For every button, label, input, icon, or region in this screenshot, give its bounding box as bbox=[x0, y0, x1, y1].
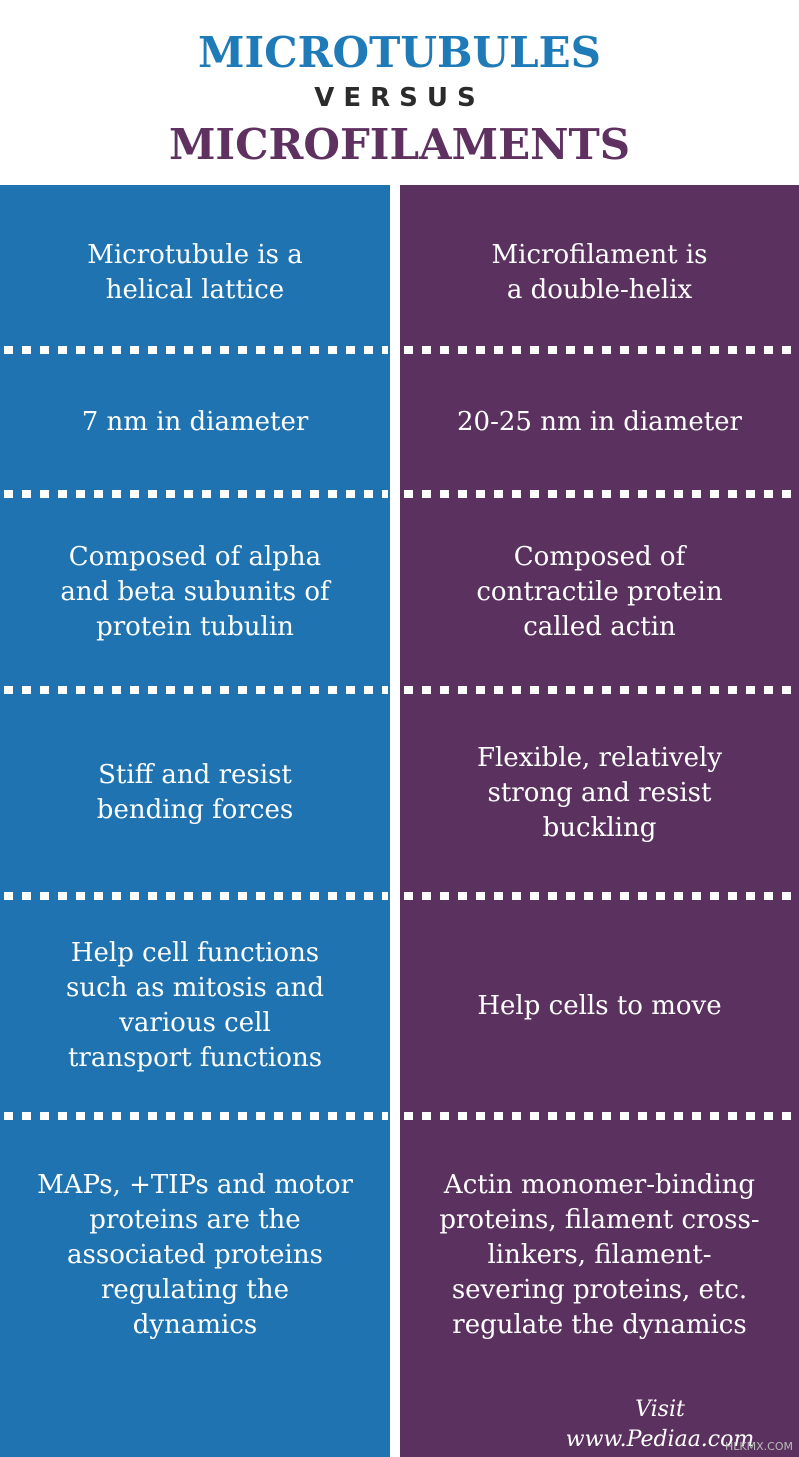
pediaa-credit: Visit www.Pediaa.com bbox=[565, 1397, 755, 1452]
microtubules-cell-rigidity: Stiff and resist bending forces bbox=[96, 760, 294, 825]
row-divider bbox=[404, 892, 799, 900]
row-divider bbox=[4, 892, 388, 900]
row-divider bbox=[4, 346, 388, 354]
row-divider bbox=[4, 1112, 388, 1120]
microfilaments-cell-composition: Composed of contractile protein called a… bbox=[476, 541, 723, 642]
microtubules-cell-composition: Composed of alpha and beta subunits of p… bbox=[60, 541, 330, 642]
microfilaments-cell-diameter: 20-25 nm in diameter bbox=[457, 406, 742, 437]
microfilaments-cell-rigidity: Flexible, relatively strong and resist b… bbox=[476, 742, 723, 843]
microtubules-cell-associated-proteins: MAPs, +TIPs and motor proteins are the a… bbox=[37, 1169, 353, 1340]
infographic-header: MICROTUBULES VERSUS MICROFILAMENTS bbox=[0, 0, 799, 185]
title-microfilaments: MICROFILAMENTS bbox=[168, 120, 631, 169]
microtubules-cell-structure: Microtubule is a helical lattice bbox=[87, 240, 303, 305]
row-divider bbox=[404, 490, 799, 498]
row-divider bbox=[4, 686, 388, 694]
title-versus: VERSUS bbox=[314, 83, 485, 113]
row-divider bbox=[404, 686, 799, 694]
row-divider bbox=[404, 1112, 799, 1120]
microfilaments-cell-associated-proteins: Actin monomer-binding proteins, filament… bbox=[439, 1169, 760, 1340]
microtubules-cell-diameter: 7 nm in diameter bbox=[81, 406, 309, 437]
microtubules-column bbox=[0, 185, 390, 1457]
microfilaments-cell-function: Help cells to move bbox=[477, 990, 722, 1021]
title-microtubules: MICROTUBULES bbox=[198, 28, 601, 77]
row-divider bbox=[4, 490, 388, 498]
microtubules-cell-function: Help cell functions such as mitosis and … bbox=[66, 938, 324, 1073]
microfilaments-column bbox=[400, 185, 799, 1457]
row-divider bbox=[404, 346, 799, 354]
microfilaments-cell-structure: Microfilament is a double-helix bbox=[491, 240, 708, 305]
watermark: HLKMX.COM bbox=[725, 1440, 793, 1453]
